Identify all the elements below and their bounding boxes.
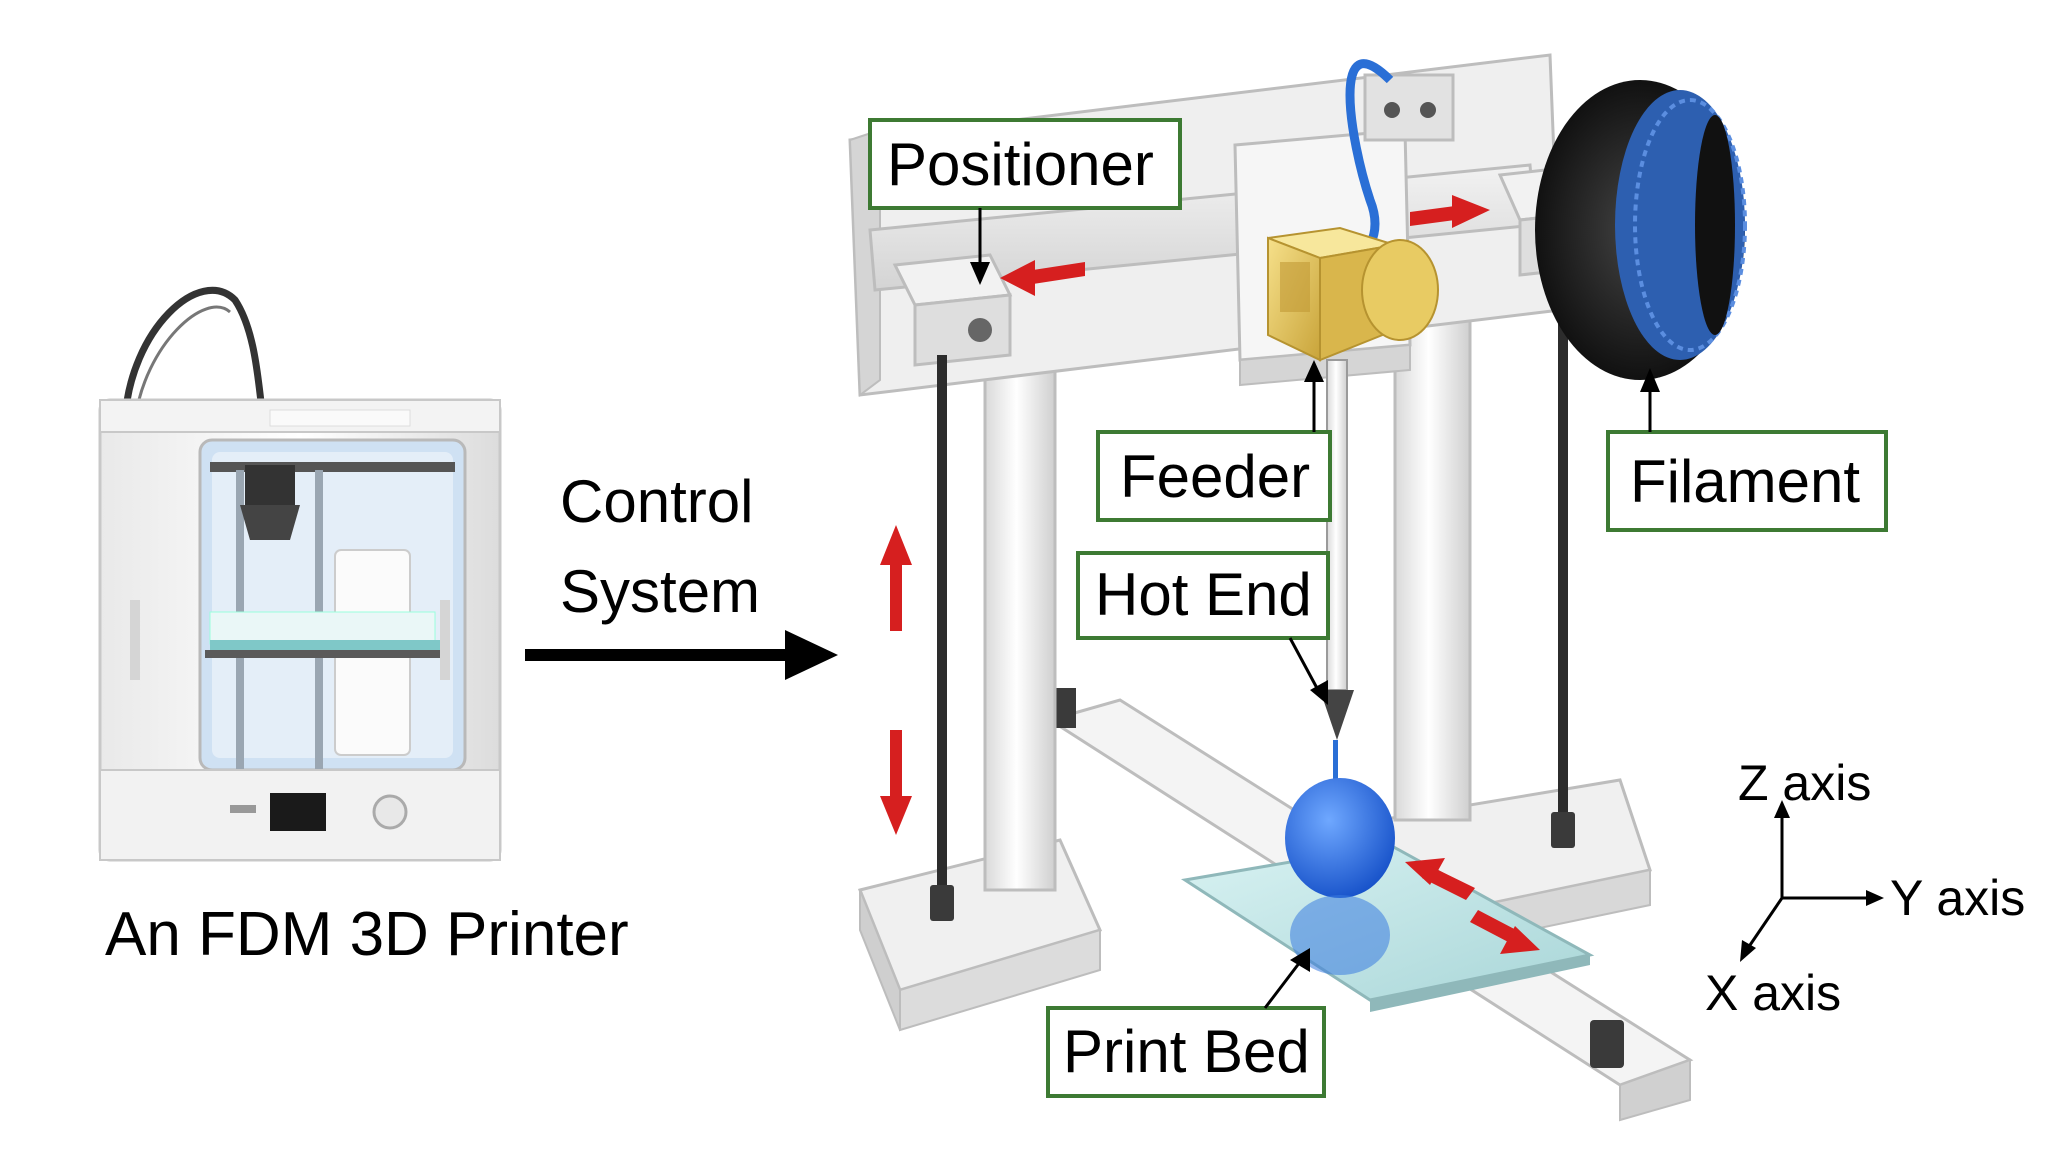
filament-spool <box>1535 80 1747 380</box>
label-print-bed: Print Bed <box>1046 948 1326 1098</box>
control-arrow <box>525 630 838 680</box>
positioner-left-arrow <box>1000 260 1085 296</box>
z-axis-label: Z axis <box>1738 755 1871 811</box>
z-up-arrow <box>880 525 912 631</box>
printer-caption: An FDM 3D Printer <box>105 900 629 969</box>
label-positioner-text: Positioner <box>887 131 1154 198</box>
control-system-line1: Control <box>560 468 753 535</box>
fdm-printer-illustration <box>98 286 502 862</box>
bed-back-arrow <box>1405 858 1475 900</box>
label-feeder-text: Feeder <box>1120 443 1310 510</box>
label-feeder: Feeder <box>1096 360 1332 522</box>
label-print-bed-text: Print Bed <box>1063 1018 1310 1085</box>
axis-triad: Z axis Y axis X axis <box>1705 755 2025 1021</box>
motion-arrows <box>880 195 1540 954</box>
x-axis-label: X axis <box>1705 965 1841 1021</box>
label-hot-end: Hot End <box>1076 551 1330 705</box>
label-positioner: Positioner <box>868 118 1182 285</box>
positioner-right-arrow <box>1410 195 1490 228</box>
control-system-line2: System <box>560 558 760 625</box>
y-axis-label: Y axis <box>1890 870 2025 926</box>
bed-front-arrow <box>1470 910 1540 954</box>
label-filament: Filament <box>1606 368 1888 532</box>
label-hot-end-text: Hot End <box>1095 561 1312 628</box>
z-down-arrow <box>880 730 912 835</box>
feeder-block <box>1267 226 1439 362</box>
label-filament-text: Filament <box>1630 448 1860 515</box>
